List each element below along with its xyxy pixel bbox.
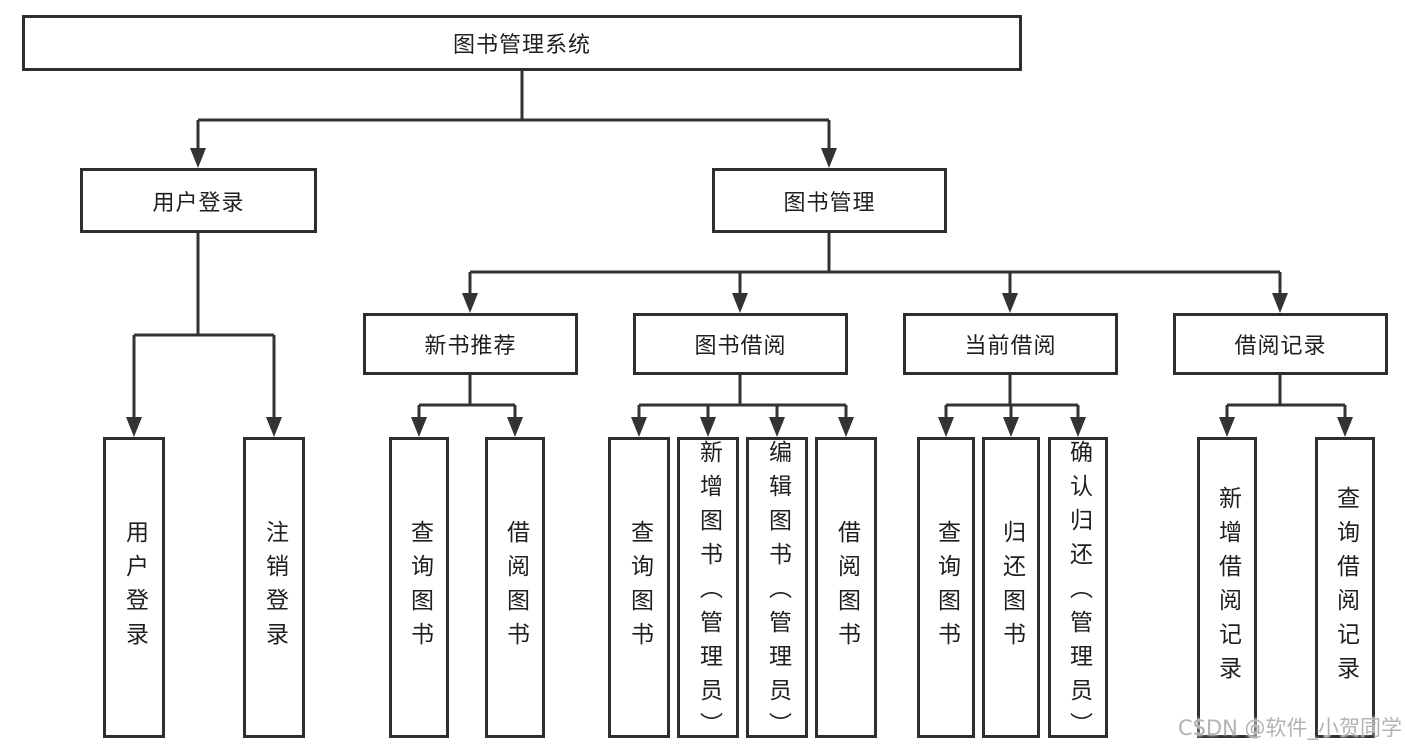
connector-line <box>637 375 848 419</box>
node-user-login: 用户登录 <box>80 168 317 233</box>
connector-current-borrowing-to-leaves <box>938 375 1086 437</box>
leaf-records-add-record: 新增借阅记录 <box>1197 437 1257 738</box>
leaf-current-confirm-return-admin: 确认归还（管理员） <box>1048 437 1108 746</box>
arrow-head <box>507 417 523 437</box>
node-library-system: 图书管理系统 <box>22 15 1022 71</box>
arrow-head <box>1272 293 1288 313</box>
node-user-login-label: 用户登录 <box>152 190 245 216</box>
node-book-borrowing-label: 图书借阅 <box>694 334 787 359</box>
arrow-head <box>938 417 954 437</box>
arrow-head <box>838 417 854 437</box>
connector-new-book-recommendation-to-leaves <box>411 375 523 437</box>
node-current-borrowing-label: 当前借阅 <box>964 334 1057 359</box>
leaf-user-login-label: 用户登录 <box>121 519 148 656</box>
leaf-recommend-borrow-books-label: 借阅图书 <box>502 519 529 656</box>
arrow-head <box>821 148 837 168</box>
connector-book-borrowing-to-leaves <box>631 375 854 437</box>
connector-line <box>944 375 1080 419</box>
leaf-records-query-record: 查询借阅记录 <box>1315 437 1375 738</box>
arrow-head <box>462 293 478 313</box>
connector-line <box>196 70 831 150</box>
node-new-book-recommendation-label: 新书推荐 <box>424 334 517 359</box>
leaf-borrowing-add-book-admin-label: 新增图书（管理员） <box>695 440 722 746</box>
leaf-borrowing-query-books: 查询图书 <box>608 437 670 738</box>
node-borrowing-records-label: 借阅记录 <box>1234 334 1327 359</box>
arrow-head <box>631 417 647 437</box>
leaf-borrowing-edit-book-admin: 编辑图书（管理员） <box>746 437 808 746</box>
leaf-user-login: 用户登录 <box>103 437 165 738</box>
arrow-head <box>266 417 282 437</box>
leaf-logout-label: 注销登录 <box>261 519 288 656</box>
leaf-current-query-books-label: 查询图书 <box>933 519 960 656</box>
connector-user-login-to-leaves <box>126 233 282 437</box>
leaf-recommend-query-books-label: 查询图书 <box>406 519 433 656</box>
arrow-head <box>700 417 716 437</box>
arrow-head <box>732 293 748 313</box>
connector-line <box>1225 375 1347 419</box>
node-new-book-recommendation: 新书推荐 <box>363 313 578 375</box>
leaf-borrowing-edit-book-admin-label: 编辑图书（管理员） <box>764 440 791 746</box>
connector-line <box>132 233 276 419</box>
arrow-head <box>1337 417 1353 437</box>
node-book-management-label: 图书管理 <box>783 190 876 216</box>
leaf-current-confirm-return-admin-label: 确认归还（管理员） <box>1065 440 1092 746</box>
node-current-borrowing: 当前借阅 <box>903 313 1118 375</box>
arrow-head <box>411 417 427 437</box>
node-library-system-label: 图书管理系统 <box>452 33 591 58</box>
leaf-logout: 注销登录 <box>243 437 305 738</box>
connector-line <box>468 233 1282 295</box>
node-book-borrowing: 图书借阅 <box>633 313 848 375</box>
leaf-current-return-books-label: 归还图书 <box>998 519 1025 656</box>
node-book-management: 图书管理 <box>712 168 947 233</box>
leaf-borrowing-add-book-admin: 新增图书（管理员） <box>677 437 739 746</box>
leaf-borrowing-borrow-books-label: 借阅图书 <box>833 519 860 656</box>
arrow-head <box>126 417 142 437</box>
csdn-watermark: CSDN @软件_小贺同学 <box>1178 716 1403 740</box>
leaf-current-query-books: 查询图书 <box>917 437 975 738</box>
arrow-head <box>1002 293 1018 313</box>
leaf-borrowing-query-books-label: 查询图书 <box>626 519 653 656</box>
leaf-current-return-books: 归还图书 <box>982 437 1040 738</box>
connector-line <box>417 375 517 419</box>
node-borrowing-records: 借阅记录 <box>1173 313 1388 375</box>
leaf-recommend-query-books: 查询图书 <box>389 437 449 738</box>
leaf-borrowing-borrow-books: 借阅图书 <box>815 437 877 738</box>
arrow-head <box>190 148 206 168</box>
connector-root-to-level2 <box>190 70 837 168</box>
leaf-recommend-borrow-books: 借阅图书 <box>485 437 545 738</box>
leaf-records-add-record-label: 新增借阅记录 <box>1214 485 1241 690</box>
connector-book-management-to-level3 <box>462 233 1288 313</box>
arrow-head <box>769 417 785 437</box>
arrow-head <box>1003 417 1019 437</box>
leaf-records-query-record-label: 查询借阅记录 <box>1332 485 1359 690</box>
arrow-head <box>1070 417 1086 437</box>
connector-borrowing-records-to-leaves <box>1219 375 1353 437</box>
arrow-head <box>1219 417 1235 437</box>
